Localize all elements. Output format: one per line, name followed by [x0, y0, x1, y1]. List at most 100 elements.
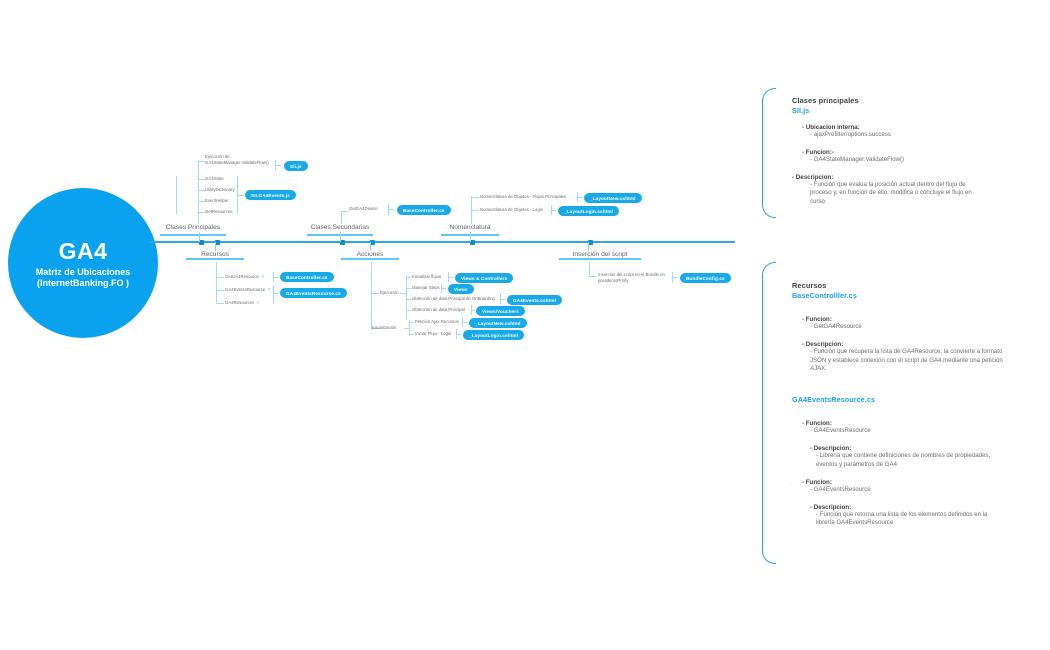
leaf-item[interactable]: GetGA4Resource ⚲	[225, 274, 265, 279]
panel-heading: - Descripcion:	[810, 445, 852, 453]
leaf-item[interactable]: GA4Resources ⚲	[225, 300, 260, 305]
branch-insercion-script[interactable]: Inserción del script	[559, 249, 641, 261]
pill-sii-js[interactable]: Sii.js	[284, 161, 308, 171]
leaf-connector	[198, 190, 205, 191]
pill-views-vouchers[interactable]: Views/Vouchers	[476, 306, 525, 316]
pill-layoutnew-cshtml-acciones[interactable]: _LayoutNew.cshtml	[469, 318, 527, 328]
pill-basecontroller-cs[interactable]: BaseController.cs	[397, 205, 451, 215]
pill-ga4eventsresource-cs[interactable]: GA4EventsResource.cs	[280, 288, 347, 298]
panel-heading: - Descripcion:	[792, 173, 834, 181]
group-label-ejecucion[interactable]: Ejecución	[380, 290, 399, 295]
pill-layoutnew-cshtml[interactable]: _LayoutNew.cshtml	[584, 193, 642, 203]
pill-views-controllers[interactable]: Views & Controllers	[455, 273, 514, 283]
panel-line: - GetGA4Resource	[810, 323, 862, 330]
branch-underline	[559, 258, 641, 260]
subtree-spine	[341, 211, 342, 224]
branch-label: Recursos	[201, 251, 229, 258]
branch-recursos[interactable]: Recursos	[186, 249, 244, 261]
branch-clases-principales[interactable]: Clases Principales	[160, 224, 226, 236]
branch-stem	[340, 232, 342, 242]
leaf-item[interactable]: GA4EventsResource ⚲	[225, 287, 271, 292]
leaf-item[interactable]: GetResources	[205, 209, 233, 214]
panel-heading: - Descripcion:	[810, 503, 852, 511]
panel-line: - GA4StateManager.ValidateFlow()	[810, 155, 905, 163]
subtree-spine	[216, 262, 217, 304]
panel-line: - ajaxPrefilter/options.success	[810, 131, 891, 138]
root-title: GA4	[58, 237, 108, 264]
brace-line	[456, 334, 461, 335]
trunk-line	[150, 241, 735, 243]
brace-line	[448, 277, 453, 278]
group-brace	[273, 293, 278, 294]
brace-line	[500, 299, 505, 300]
group-brace	[176, 176, 177, 214]
group-connector	[371, 328, 379, 329]
branch-stem	[370, 242, 372, 251]
pill-layoutlogin-cshtml[interactable]: _LayoutLogin.cshtml	[558, 206, 620, 216]
brace-line	[275, 165, 281, 166]
panel-bullet-dot: ·	[790, 481, 792, 487]
brace-line	[672, 277, 677, 278]
leaf-item[interactable]: Nomenclatura de Objetos - Login	[480, 207, 544, 212]
pill-ga4events-cshtml[interactable]: GA4Events.cshtml	[507, 295, 562, 305]
leaf-item[interactable]: Iniciar Flujo - Login	[415, 331, 452, 336]
leaf-connector	[406, 299, 411, 300]
leaf-connector	[216, 277, 224, 278]
panel-file[interactable]: SII.js	[792, 106, 810, 115]
branch-label: Clases Principales	[165, 224, 221, 231]
leaf-item[interactable]: Ejecución de GA4StateManager.ValidateFlo…	[205, 154, 269, 165]
leaf-item[interactable]: Nomenclatura de Objetos - Flujos Princip…	[480, 194, 567, 199]
pill-sii-ga4events-js[interactable]: SII.GA4Events.js	[245, 190, 296, 200]
branch-acciones[interactable]: Acciones	[341, 249, 399, 261]
panel-title: Clases principales	[792, 96, 859, 105]
group-spine	[406, 275, 407, 320]
leaf-item[interactable]: Inserción del script en el Bundle en pre…	[598, 272, 665, 283]
branch-label: Inserción del script	[572, 251, 628, 258]
leaf-item[interactable]: Inicializar flujos	[412, 274, 442, 279]
leaf-item[interactable]: GA4State	[205, 176, 224, 181]
brace-line	[577, 197, 582, 198]
panel-line: - GA4EventsResource	[810, 427, 871, 435]
leaf-item[interactable]: Obtención de data Principal de OnBoardin…	[412, 296, 495, 301]
leaf-connector	[406, 277, 411, 278]
panel-bracket-1	[762, 88, 776, 218]
trunk-dot	[215, 240, 220, 245]
group-connector	[404, 328, 409, 329]
branch-label: Nomenclatura	[449, 224, 491, 231]
root-subtitle: Matriz de Ubicaciones (InternetBanking.F…	[35, 267, 131, 288]
pill-views[interactable]: Views	[448, 284, 474, 294]
panel-line: - Función que retorna una lista de los e…	[816, 510, 988, 527]
brace-line	[441, 288, 446, 289]
panel-heading: - Funcion:	[802, 478, 832, 486]
subtree-spine	[198, 160, 199, 224]
leaf-connector	[589, 276, 597, 277]
leaf-connector	[341, 211, 348, 212]
brace-line	[388, 209, 394, 210]
pill-layoutlogin-cshtml-acciones[interactable]: _LayoutLogin.cshtml	[463, 330, 525, 340]
leaf-item[interactable]: EventHelper	[205, 198, 229, 203]
leaf-connector	[471, 197, 479, 198]
panel-file[interactable]: BaseControlller.cs	[792, 291, 857, 300]
leaf-item[interactable]: Petición Ajax Recursos	[415, 319, 459, 324]
leaf-item[interactable]: UtilityDictionary	[205, 187, 235, 192]
root-node[interactable]: GA4 Matriz de Ubicaciones (InternetBanki…	[8, 188, 158, 338]
panel-line: - Función que evalúa la posición actual …	[810, 180, 972, 206]
panel-heading: - Funcion:	[802, 316, 832, 323]
pill-bundleconfig-cs[interactable]: BundleConfig.cs	[680, 273, 731, 283]
leaf-connector	[198, 212, 205, 213]
leaf-item[interactable]: Manejar Steps	[412, 285, 440, 290]
subtree-spine	[589, 262, 590, 277]
leaf-item[interactable]: Obtención de data Principal	[412, 307, 465, 312]
branch-underline	[186, 258, 244, 260]
group-spine	[409, 320, 410, 336]
leaf-item[interactable]: GetGA4Device	[349, 206, 378, 211]
pill-basecontroller-cs-recursos[interactable]: BaseController.cs	[280, 272, 334, 282]
panel-file-2[interactable]: GA4EventsResource.cs	[792, 395, 876, 405]
group-label-inicializacion[interactable]: Inicialización	[372, 325, 397, 330]
panel-bracket-2	[762, 262, 776, 564]
group-brace	[273, 285, 274, 304]
trunk-dot	[588, 240, 593, 245]
group-connector	[371, 293, 379, 294]
panel-line: - Función que recupera la lista de GA4Re…	[810, 347, 1003, 373]
